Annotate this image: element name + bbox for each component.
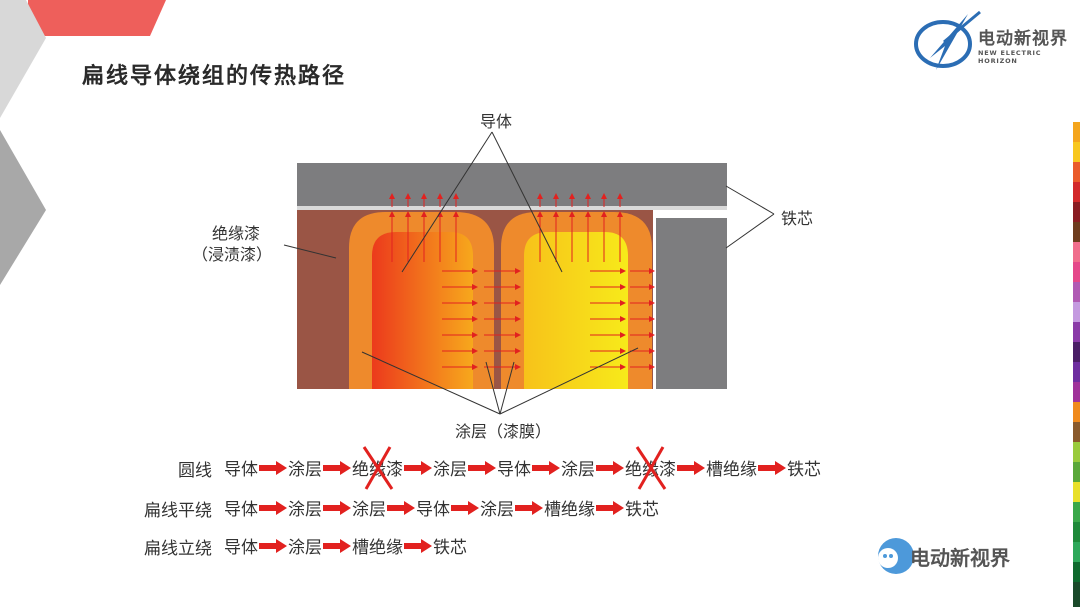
- path-step: 绝缘漆: [625, 445, 676, 490]
- path-step: 涂层: [288, 538, 322, 558]
- flow-arrow-icon: [677, 460, 705, 475]
- flow-arrow-icon: [468, 460, 496, 475]
- flow-arrow-icon: [404, 538, 432, 553]
- brand-name-cn: 电动新视界: [978, 29, 1068, 49]
- gray-chevron-bottom: [0, 130, 46, 285]
- gray-chevron-top: [0, 0, 46, 118]
- path-step: 涂层: [480, 500, 514, 520]
- label-conductor: 导体: [480, 112, 513, 131]
- path-step: 导体: [224, 500, 258, 520]
- watermark-logo-icon: [878, 538, 914, 574]
- brand-logo-icon: [914, 10, 981, 70]
- label-insulation-line2: （浸渍漆）: [192, 245, 273, 264]
- path-step: 导体: [497, 460, 531, 480]
- path-step: 绝缘漆: [352, 445, 403, 490]
- label-coating: 涂层（漆膜）: [455, 422, 552, 441]
- path-step: 涂层: [561, 460, 595, 480]
- flow-arrow-icon: [404, 460, 432, 475]
- flow-arrow-icon: [387, 500, 415, 515]
- path-chain-flat-horizontal: 导体 涂层 涂层 导体 涂层 槽绝缘 铁芯: [224, 495, 659, 520]
- flow-arrow-icon: [451, 500, 479, 515]
- path-chain-flat-vertical: 导体 涂层 槽绝缘 铁芯: [224, 533, 467, 558]
- flow-arrow-icon: [259, 538, 287, 553]
- flow-arrow-icon: [323, 500, 351, 515]
- path-label-flat-vertical: 扁线立绕: [144, 539, 212, 559]
- flow-arrow-icon: [596, 500, 624, 515]
- iron-core-tooth: [656, 218, 727, 389]
- flow-arrow-icon: [758, 460, 786, 475]
- flow-arrow-icon: [596, 460, 624, 475]
- path-step: 槽绝缘: [352, 538, 403, 558]
- iron-core-top: [297, 163, 727, 206]
- flow-arrow-icon: [323, 538, 351, 553]
- core-gap-line: [297, 206, 727, 210]
- label-insulation-line1: 绝缘漆: [212, 224, 261, 243]
- brand-name-en: NEW ELECTRIC HORIZON: [978, 49, 1042, 65]
- flow-arrow-icon: [532, 460, 560, 475]
- red-banner: [28, 0, 166, 36]
- path-step: 涂层: [352, 500, 386, 520]
- path-step: 铁芯: [787, 460, 821, 480]
- path-label-round-wire: 圆线: [178, 461, 212, 481]
- path-step: 涂层: [433, 460, 467, 480]
- path-step: 导体: [416, 500, 450, 520]
- path-step: 铁芯: [433, 538, 467, 558]
- path-step: 铁芯: [625, 500, 659, 520]
- flow-arrow-icon: [515, 500, 543, 515]
- conductor-left: [372, 232, 473, 389]
- path-step: 导体: [224, 460, 258, 480]
- path-step: 槽绝缘: [706, 460, 757, 480]
- watermark-text: 电动新视界: [910, 546, 1010, 570]
- path-chain-round-wire: 导体 涂层 绝缘漆 涂层 导体 涂层 绝缘漆 槽绝缘 铁芯: [224, 445, 821, 490]
- heat-arrows-right: [442, 268, 655, 370]
- path-step: 导体: [224, 538, 258, 558]
- leader-lines: [283, 131, 775, 415]
- path-step: 涂层: [288, 460, 322, 480]
- flow-arrow-icon: [259, 500, 287, 515]
- heat-arrows-up: [389, 193, 623, 262]
- path-label-flat-horizontal: 扁线平绕: [144, 501, 212, 521]
- path-step: 涂层: [288, 500, 322, 520]
- path-step: 槽绝缘: [544, 500, 595, 520]
- flow-arrow-icon: [323, 460, 351, 475]
- right-color-strip: [1073, 122, 1080, 607]
- flow-arrow-icon: [259, 460, 287, 475]
- label-iron-core: 铁芯: [781, 209, 814, 228]
- page-title: 扁线导体绕组的传热路径: [82, 64, 347, 89]
